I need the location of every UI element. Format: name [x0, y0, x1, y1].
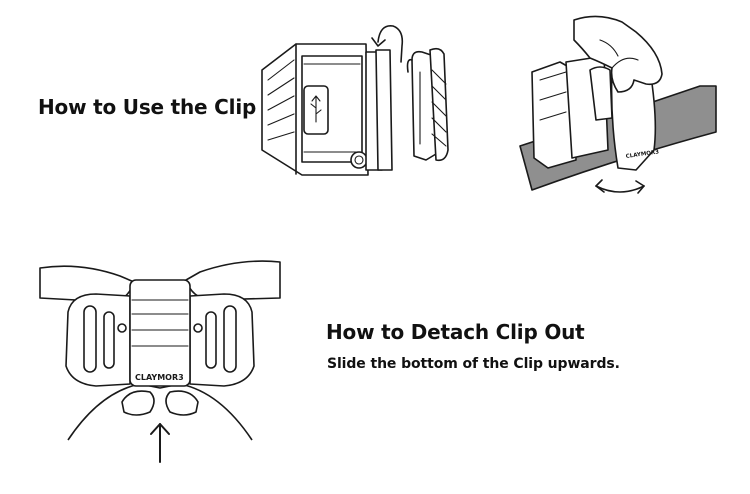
hands — [39, 260, 281, 441]
detach-clip-heading: How to Detach Clip Out — [326, 320, 585, 344]
hand — [573, 15, 663, 93]
double-arrow-icon — [595, 179, 645, 194]
brand-mark-strap: CLAYMOR3 — [625, 149, 659, 160]
usb-port-icon — [310, 95, 322, 123]
rotate-arrow-icon — [371, 25, 404, 63]
detach-mount — [65, 293, 255, 387]
up-arrow-icon — [150, 423, 170, 463]
detach-instruction: Slide the bottom of the Clip upwards. — [327, 356, 620, 372]
clip-part — [406, 47, 449, 162]
clip-on-mount: CLAYMOR3 — [129, 279, 191, 387]
headlamp-body — [261, 43, 393, 176]
use-clip-heading: How to Use the Clip — [38, 95, 257, 119]
brand-mark-detach: CLAYMOR3 — [135, 373, 184, 382]
